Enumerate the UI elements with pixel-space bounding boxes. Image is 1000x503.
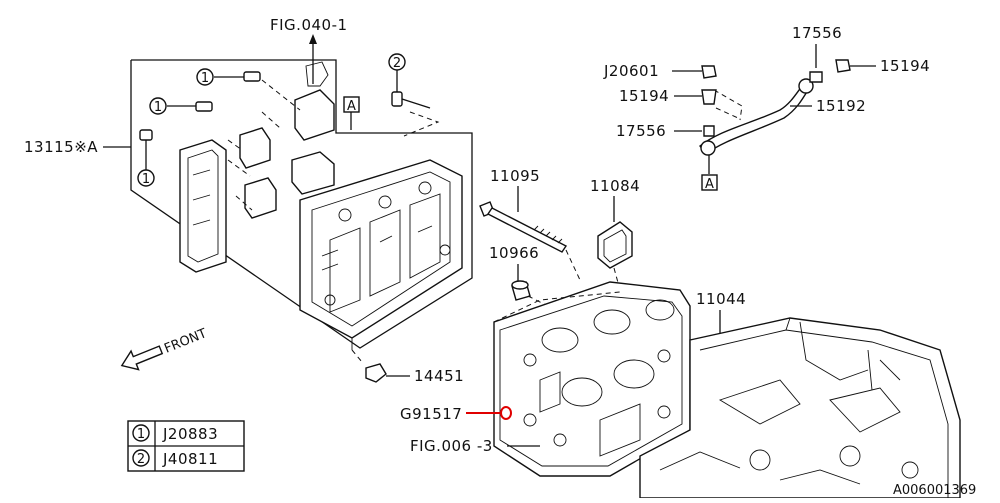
svg-text:1: 1 [137,427,145,442]
cam-carrier-box [130,59,473,349]
fig-040-label: FIG.040-1 [270,16,348,34]
callout-15192: 15192 [790,97,866,115]
circle-ref-2: 2 [388,53,406,71]
front-arrow: FRONT [120,326,209,371]
plug-14451: 14451 [351,349,464,385]
callout-15194-right: 15194 [835,57,930,75]
svg-text:1: 1 [142,172,150,187]
callout-fig006: FIG.006 -3 [410,437,540,455]
callout-g91517: G91517 [400,405,512,423]
label-14451: 14451 [414,367,464,385]
legend-row-2: 2 J40811 [132,449,218,468]
svg-text:2: 2 [137,452,145,467]
oil-pipe-assembly [699,78,814,156]
callout-15194-left: 15194 [619,87,717,105]
svg-text:1: 1 [154,100,162,115]
fig-040-callout: FIG.040-1 [270,16,348,62]
cam-carrier-drawing [299,159,463,350]
label-17556-top: 17556 [792,24,842,42]
dowel-10966: 10966 [489,244,549,307]
circle-ref-1b: 1 [149,97,167,115]
svg-text:A: A [347,99,356,114]
label-13115: 13115※A [24,138,98,156]
legend-row-1: 1 J20883 [132,424,218,443]
diagram-code: A006001369 [893,483,976,498]
svg-text:1: 1 [201,71,209,86]
engine-block [639,317,961,499]
seal-g91517-icon [500,406,512,420]
ref-a-box-lower: A [701,155,718,192]
front-label: FRONT [162,326,209,357]
label-11084: 11084 [590,177,640,195]
cam-caps [227,61,335,219]
label-fig006: FIG.006 -3 [410,437,493,455]
callout-17556-top: 17556 [792,24,842,83]
legend-table: 1 J20883 2 J40811 [127,420,245,472]
circle-ref-1a: 1 [196,68,214,86]
callout-j20601: J20601 [603,62,717,80]
cover-plate [179,139,227,273]
cylinder-head [493,281,691,477]
bolt-11095: 11095 [479,167,581,281]
label-15192: 15192 [816,97,866,115]
label-15194-right: 15194 [880,57,930,75]
label-15194-left: 15194 [619,87,669,105]
ref-a-box-upper: A [343,96,440,137]
svg-text:2: 2 [393,56,401,71]
callout-17556-left: 17556 [616,122,715,140]
label-j20601: J20601 [603,62,659,80]
label-g91517: G91517 [400,405,462,423]
svg-text:A: A [705,177,714,192]
label-11044: 11044 [696,290,746,308]
label-11095: 11095 [490,167,540,185]
callout-13115: 13115※A [24,138,131,156]
circle-ref-1c: 1 [137,169,155,187]
plate-11084: 11084 [590,177,640,291]
legend-part-1: J20883 [162,425,218,443]
label-17556-left: 17556 [616,122,666,140]
label-10966: 10966 [489,244,539,262]
circle-ref-leaders [145,70,398,170]
legend-part-2: J40811 [162,450,218,468]
carrier-bolts [139,62,431,158]
